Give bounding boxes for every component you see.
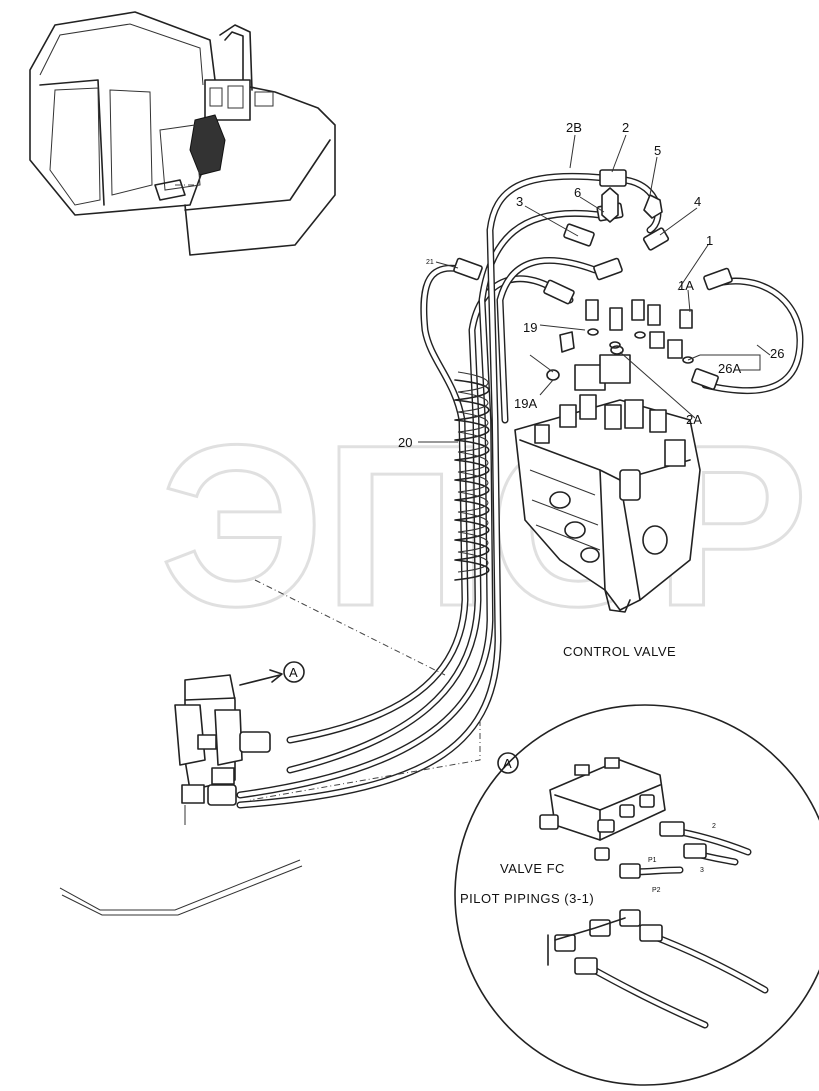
label-part-19A: 19A bbox=[514, 396, 537, 411]
frame-outline bbox=[59, 859, 303, 916]
label-part-26A: 26A bbox=[718, 361, 741, 376]
label-part-2B: 2B bbox=[566, 120, 582, 135]
label-detail-3: 3 bbox=[700, 867, 704, 874]
center-lines bbox=[175, 184, 481, 801]
label-detail-p2: P2 bbox=[652, 887, 661, 894]
label-part-2A: 2A bbox=[686, 412, 702, 427]
detail-a-circle bbox=[454, 704, 819, 1086]
callout-a: A bbox=[283, 661, 305, 683]
label-control-valve: CONTROL VALVE bbox=[563, 644, 676, 659]
label-part-2: 2 bbox=[622, 120, 629, 135]
label-part-5: 5 bbox=[654, 143, 661, 158]
spiral-guard bbox=[454, 371, 490, 581]
label-part-26: 26 bbox=[770, 346, 784, 361]
label-valve-fc: VALVE FC bbox=[500, 861, 565, 876]
label-part-6: 6 bbox=[574, 185, 581, 200]
label-pilot-pipings: PILOT PIPINGS (3-1) bbox=[460, 891, 594, 906]
label-detail-p1: P1 bbox=[648, 857, 657, 864]
label-part-19: 19 bbox=[523, 320, 537, 335]
label-part-1A: 1A bbox=[678, 278, 694, 293]
label-part-20: 20 bbox=[398, 435, 412, 450]
excavator-illustration bbox=[29, 11, 336, 256]
label-detail-a: A bbox=[503, 756, 512, 771]
detail-a-marker: A bbox=[497, 752, 519, 774]
label-part-3: 3 bbox=[516, 194, 523, 209]
label-part-4: 4 bbox=[694, 194, 701, 209]
hose-bundle bbox=[236, 172, 804, 809]
label-part-21: 21 bbox=[426, 259, 434, 266]
label-callout-a: A bbox=[289, 665, 298, 680]
label-part-1: 1 bbox=[706, 233, 713, 248]
leader-lines bbox=[418, 134, 771, 443]
label-detail-2: 2 bbox=[712, 823, 716, 830]
control-valve-body bbox=[514, 354, 701, 613]
valve-fc-block-main bbox=[174, 669, 283, 825]
part-labels: 2B 2 5 3 6 4 1 1A 19 26 26A 19A 2A 20 21… bbox=[283, 120, 784, 906]
